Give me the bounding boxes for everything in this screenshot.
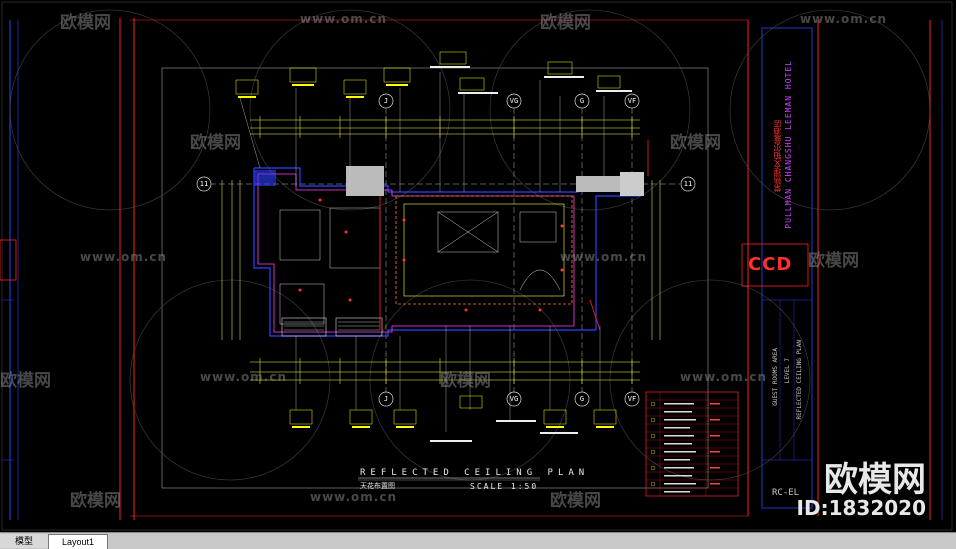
layout-tab-bar: 模型 Layout1 bbox=[0, 532, 956, 549]
hotel-name-cn: 常熟理文铂尔曼酒店 bbox=[773, 120, 782, 192]
plan-scale: SCALE 1:50 bbox=[470, 482, 539, 491]
grid-label-j-bottom: J bbox=[383, 395, 389, 403]
grid-label-g-top: G bbox=[579, 97, 585, 105]
grid-label-vf-bottom: VF bbox=[627, 395, 637, 403]
plan-subtitle: 天花布置图 bbox=[360, 482, 395, 490]
grid-label-11-right: 11 bbox=[683, 180, 693, 188]
grid-label-j-top: J bbox=[383, 97, 389, 105]
grid-label-vg-bottom: VG bbox=[509, 395, 519, 403]
title-block-code: RC-EL bbox=[772, 488, 800, 498]
title-block-level: LEVEL 7 bbox=[784, 358, 791, 384]
grid-label-g-bottom: G bbox=[579, 395, 585, 403]
ccd-logo: CCD bbox=[748, 254, 793, 275]
grid-label-11-left: 11 bbox=[199, 180, 209, 188]
tab-model[interactable]: 模型 bbox=[0, 534, 49, 548]
watermark-big-brand: 欧模网 bbox=[824, 460, 926, 500]
cad-drawing-canvas[interactable]: 11 11 J VG G VF J VG G VF REFLECTED CEIL… bbox=[0, 0, 956, 532]
grid-label-vg-top: VG bbox=[509, 97, 519, 105]
title-block-drawing: REFLECTED CEILING PLAN bbox=[796, 340, 803, 420]
tab-layout1[interactable]: Layout1 bbox=[48, 534, 108, 549]
title-block-area: GUEST ROOMS AREA bbox=[772, 348, 779, 406]
plan-title: REFLECTED CEILING PLAN bbox=[360, 468, 590, 478]
hotel-name-en: PULLMAN CHANGSHU LEEMAN HOTEL bbox=[784, 60, 793, 229]
cad-drawing bbox=[0, 1, 953, 531]
grid-label-vf-top: VF bbox=[627, 97, 637, 105]
watermark-id: ID:1832020 bbox=[796, 496, 926, 520]
